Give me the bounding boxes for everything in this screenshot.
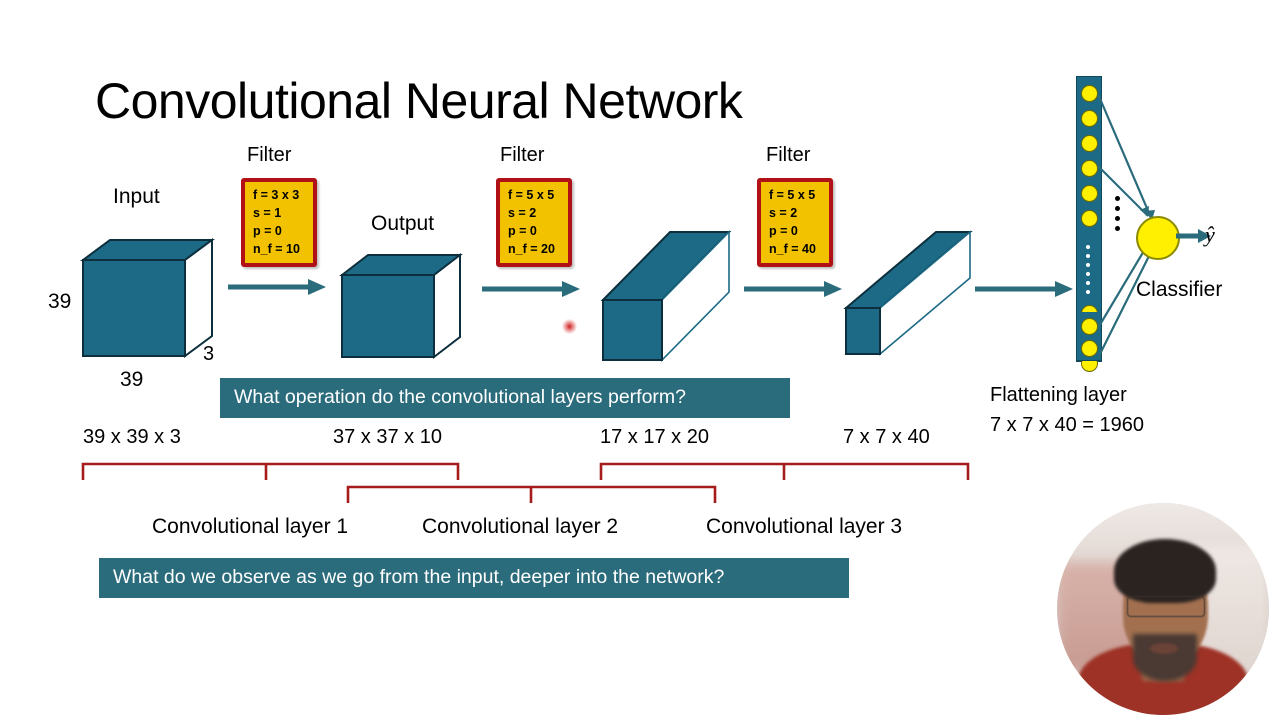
filter-2-label: Filter bbox=[500, 144, 545, 166]
flatten-node bbox=[1081, 135, 1098, 152]
conv-layer-1-label: Convolutional layer 1 bbox=[152, 515, 349, 538]
flatten-node bbox=[1081, 160, 1098, 177]
conv-layer-3-label: Convolutional layer 3 bbox=[706, 515, 903, 538]
output-label: Output bbox=[371, 212, 435, 235]
conv-layer-2-label: Convolutional layer 2 bbox=[422, 515, 619, 538]
filter-1-s: s = 1 bbox=[253, 205, 282, 220]
input-depth-label: 3 bbox=[203, 343, 215, 365]
filter-2-s: s = 2 bbox=[508, 205, 537, 220]
dimension-label-1: 39 x 39 x 3 bbox=[83, 426, 181, 448]
classifier-node bbox=[1136, 216, 1180, 260]
filter-3-p: p = 0 bbox=[769, 223, 798, 238]
flatten-node bbox=[1081, 210, 1098, 227]
input-height-label: 39 bbox=[48, 290, 72, 313]
flatten-node bbox=[1081, 110, 1098, 127]
arrow-2-icon bbox=[482, 280, 582, 298]
dimension-label-3: 17 x 17 x 20 bbox=[600, 426, 709, 448]
flattening-layer-bar-lower bbox=[1076, 312, 1102, 361]
filter-2-box: f = 5 x 5 s = 2 p = 0 n_f = 20 bbox=[496, 178, 572, 267]
filter-2-p: p = 0 bbox=[508, 223, 537, 238]
conv2-output-box bbox=[598, 222, 738, 372]
bracket-conv-layer-3 bbox=[593, 458, 983, 488]
flatten-node bbox=[1081, 340, 1098, 357]
arrow-3-icon bbox=[744, 280, 844, 298]
flatten-node bbox=[1081, 185, 1098, 202]
filter-3-s: s = 2 bbox=[769, 205, 798, 220]
input-cube bbox=[75, 218, 225, 368]
filter-1-f: f = 3 x 3 bbox=[253, 188, 300, 202]
flatten-node bbox=[1081, 85, 1098, 102]
classifier-label: Classifier bbox=[1136, 278, 1223, 301]
filter-1-p: p = 0 bbox=[253, 223, 282, 238]
input-label: Input bbox=[113, 185, 160, 208]
dimension-label-4: 7 x 7 x 40 bbox=[843, 426, 930, 448]
filter-3-label: Filter bbox=[766, 144, 811, 166]
presenter-webcam-overlay bbox=[1057, 503, 1269, 715]
arrow-4-icon bbox=[975, 280, 1075, 298]
conv3-output-box bbox=[840, 222, 980, 372]
y-hat-label: ŷ bbox=[1205, 222, 1215, 247]
filter-1-nf: n_f = 10 bbox=[253, 241, 300, 256]
filter-2-f: f = 5 x 5 bbox=[508, 188, 555, 202]
flatten-node bbox=[1081, 318, 1098, 335]
filter-3-nf: n_f = 40 bbox=[769, 241, 816, 256]
caption-top: What operation do the convolutional laye… bbox=[220, 378, 790, 418]
filter-3-box: f = 5 x 5 s = 2 p = 0 n_f = 40 bbox=[757, 178, 833, 267]
bracket-conv-layer-1 bbox=[75, 458, 475, 488]
dimension-label-2: 37 x 37 x 10 bbox=[333, 426, 442, 448]
network-connections bbox=[1094, 80, 1204, 375]
input-width-label: 39 bbox=[120, 368, 144, 391]
filter-1-label: Filter bbox=[247, 144, 292, 166]
caption-bottom: What do we observe as we go from the inp… bbox=[99, 558, 849, 598]
page-title: Convolutional Neural Network bbox=[95, 73, 743, 129]
filter-3-f: f = 5 x 5 bbox=[769, 188, 816, 202]
filter-1-box: f = 3 x 3 s = 1 p = 0 n_f = 10 bbox=[241, 178, 317, 267]
flattening-layer-calc: 7 x 7 x 40 = 1960 bbox=[990, 414, 1145, 436]
filter-2-nf: n_f = 20 bbox=[508, 241, 555, 256]
flattening-layer-title: Flattening layer bbox=[990, 384, 1127, 406]
cursor-highlight-icon bbox=[562, 319, 577, 334]
bracket-conv-layer-2 bbox=[340, 481, 730, 511]
output-cube bbox=[338, 243, 468, 368]
arrow-1-icon bbox=[228, 278, 328, 296]
output-arrow-icon bbox=[1176, 228, 1212, 244]
